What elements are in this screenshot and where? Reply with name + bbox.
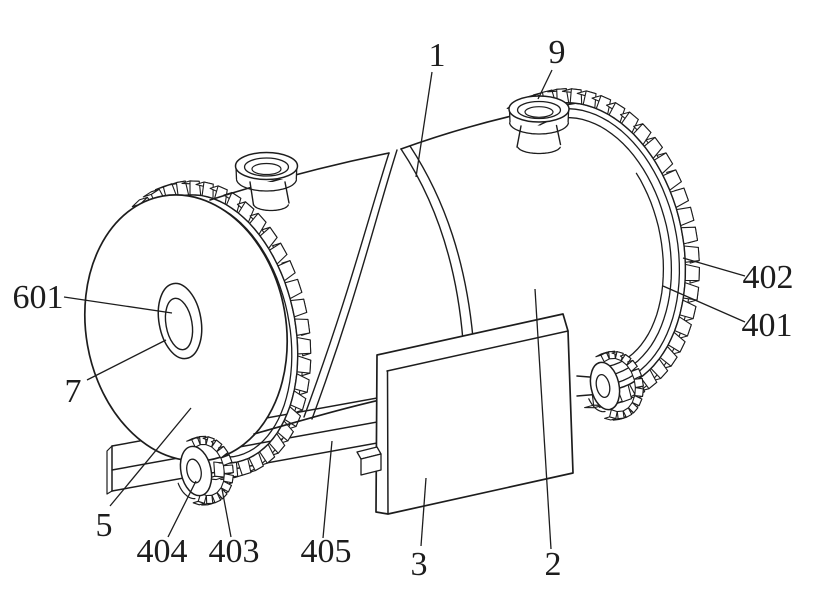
figure-label-3: 3: [411, 546, 428, 583]
leader-line-401: [662, 285, 746, 323]
leader-line-2: [534, 288, 552, 550]
funnel-base-arc: [253, 204, 289, 212]
gear-tooth: [296, 336, 312, 355]
leader-line-5: [109, 407, 192, 507]
gear-tooth: [682, 282, 700, 301]
gear-tooth: [248, 452, 264, 472]
figure-label-404: 404: [137, 533, 188, 570]
leader-line-402: [682, 257, 746, 277]
gear-tooth: [223, 473, 234, 484]
drum-band-arc: [311, 149, 398, 420]
pinion-side: [177, 482, 196, 500]
gear-tooth: [684, 263, 700, 282]
gear-inner-ring: [535, 117, 673, 378]
figure-labels: 1 9 601 7 5 404 403 405 3 2 402 401: [13, 34, 794, 583]
funnel-cone: [517, 125, 561, 147]
gear-tooth: [630, 368, 643, 380]
gear-tooth: [633, 377, 644, 389]
drum-band-arc: [303, 152, 390, 418]
gear-tooth: [626, 359, 638, 373]
figure-label-405: 405: [301, 533, 352, 570]
left-pinion-gear: [177, 435, 234, 506]
gear-tooth: [205, 436, 215, 448]
gear-tooth: [627, 402, 639, 414]
figure-label-9: 9: [549, 34, 566, 71]
left-feed-funnel: [234, 151, 299, 212]
figure-label-601: 601: [13, 279, 64, 316]
figure-label-7: 7: [65, 373, 82, 410]
gear-tooth: [609, 409, 618, 420]
figure-label-5: 5: [96, 507, 113, 544]
gear-tooth: [220, 480, 232, 493]
pinion-bore: [186, 458, 202, 484]
gear-tooth: [614, 351, 624, 362]
gear-rim-arc: [530, 108, 681, 386]
plate-outline: [375, 313, 574, 515]
drum-band-arc: [409, 145, 474, 339]
pinion-bore: [595, 374, 611, 398]
gear-tooth: [616, 410, 625, 420]
leader-line-7: [86, 339, 167, 381]
gear-rim-arc: [150, 194, 299, 464]
funnel-rim-bottom: [235, 179, 298, 192]
leader-line-1: [415, 71, 433, 178]
drum-band-arc: [400, 148, 464, 342]
gear-tooth: [211, 439, 223, 453]
figure-label-402: 402: [743, 259, 794, 296]
plate-bracket: [356, 446, 382, 476]
right-pinion-gear: [588, 350, 644, 421]
gear-tooth: [205, 494, 214, 505]
leader-line-601: [63, 296, 173, 314]
gear-tooth: [569, 88, 583, 105]
gear-tooth: [620, 353, 632, 366]
leader-line-403: [221, 488, 232, 538]
leader-line-405: [322, 440, 333, 539]
leader-line-404: [167, 480, 197, 538]
hub-bore: [164, 297, 194, 351]
drum-top-edge-left: [209, 152, 390, 201]
funnel-hole: [251, 162, 282, 176]
leader-line-9: [537, 69, 553, 100]
leader-line-3: [420, 477, 427, 547]
gear-rim-arc: [526, 102, 687, 392]
left-end-disc: [83, 194, 289, 462]
gear-tooth: [220, 454, 233, 467]
funnel-hole: [524, 106, 554, 118]
funnel-cone: [250, 182, 289, 206]
gear-tooth: [211, 492, 222, 504]
gear-tooth: [222, 464, 234, 475]
gear-tooth: [216, 487, 228, 500]
right-feed-funnel: [508, 95, 570, 155]
funnel-rim-bottom: [508, 122, 570, 135]
figure-label-401: 401: [742, 307, 793, 344]
gear-tooth: [216, 445, 229, 459]
figure-label-1: 1: [429, 37, 446, 74]
figure-label-2: 2: [545, 546, 562, 583]
gear-tooth: [622, 407, 633, 418]
gear-tooth: [631, 395, 643, 407]
gear-tooth: [634, 387, 644, 397]
gear-tooth: [296, 355, 312, 374]
gear-inner-ring: [602, 172, 665, 368]
figure-label-403: 403: [209, 533, 260, 570]
mounting-plate: [375, 313, 574, 515]
pinion-side: [588, 398, 606, 413]
funnel-base-arc: [517, 146, 561, 155]
